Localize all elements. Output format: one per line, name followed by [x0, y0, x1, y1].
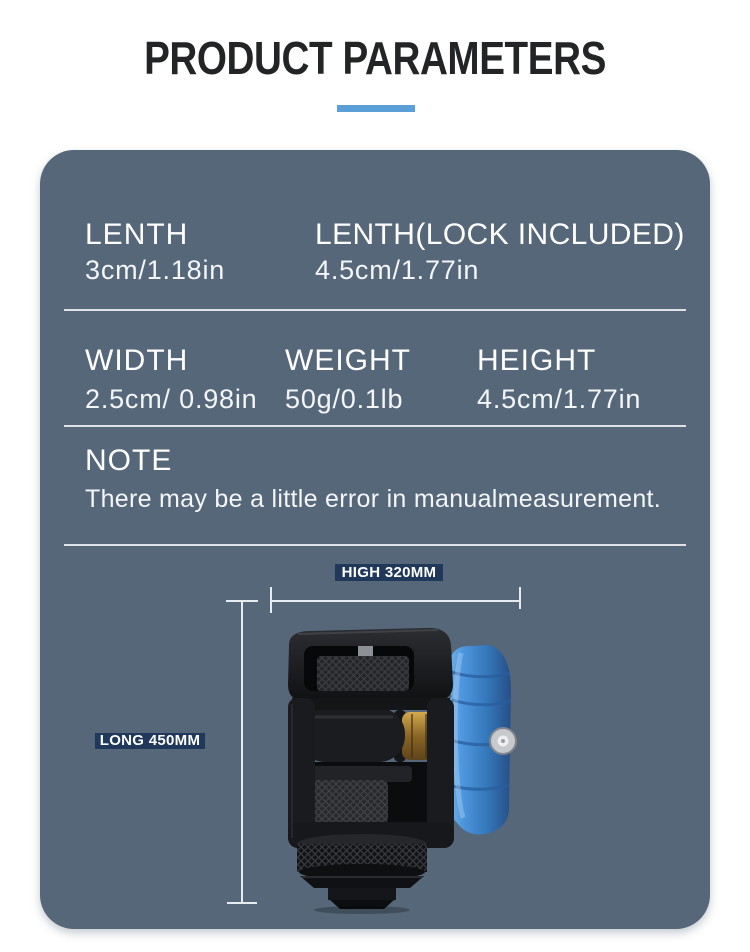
spec-length-label: LENTH [85, 218, 189, 251]
page-title: PRODUCT PARAMETERS [144, 32, 606, 84]
title-accent-bar [337, 105, 415, 112]
top-bracket [288, 627, 453, 701]
divider [64, 309, 686, 311]
spec-length-lock-label: LENTH(LOCK INCLUDED) [315, 218, 685, 251]
spec-height-value: 4.5cm/1.77in [477, 384, 642, 414]
note-label: NOTE [85, 444, 173, 477]
divider [64, 544, 686, 546]
spec-width-label: WIDTH [85, 344, 189, 377]
note-text: There may be a little error in manualmea… [85, 485, 662, 513]
spec-width-value: 2.5cm/ 0.98in [85, 384, 258, 414]
divider [64, 425, 686, 427]
knurled-ring [297, 834, 427, 880]
product-photo-ball-head-mount [226, 587, 521, 914]
parameters-card: LENTH 3cm/1.18in LENTH(LOCK INCLUDED) 4.… [40, 150, 710, 929]
pivot-cylinder [299, 708, 405, 762]
cold-shoe-foot [300, 876, 424, 914]
long-dimension-badge: LONG 450MM [95, 733, 205, 749]
vertical-measure-line [226, 600, 258, 904]
spec-length-value: 3cm/1.18in [85, 255, 226, 285]
spec-weight-value: 50g/0.1lb [285, 384, 404, 414]
horizontal-measure-line [270, 587, 521, 613]
spec-length-lock-value: 4.5cm/1.77in [315, 255, 480, 285]
high-dimension-badge: HIGH 320MM [335, 564, 443, 581]
blue-lock-knob [445, 645, 517, 835]
product-illustration [288, 627, 517, 914]
spec-weight-label: WEIGHT [285, 344, 411, 377]
u-frame [288, 698, 454, 848]
spec-height-label: HEIGHT [477, 344, 597, 377]
